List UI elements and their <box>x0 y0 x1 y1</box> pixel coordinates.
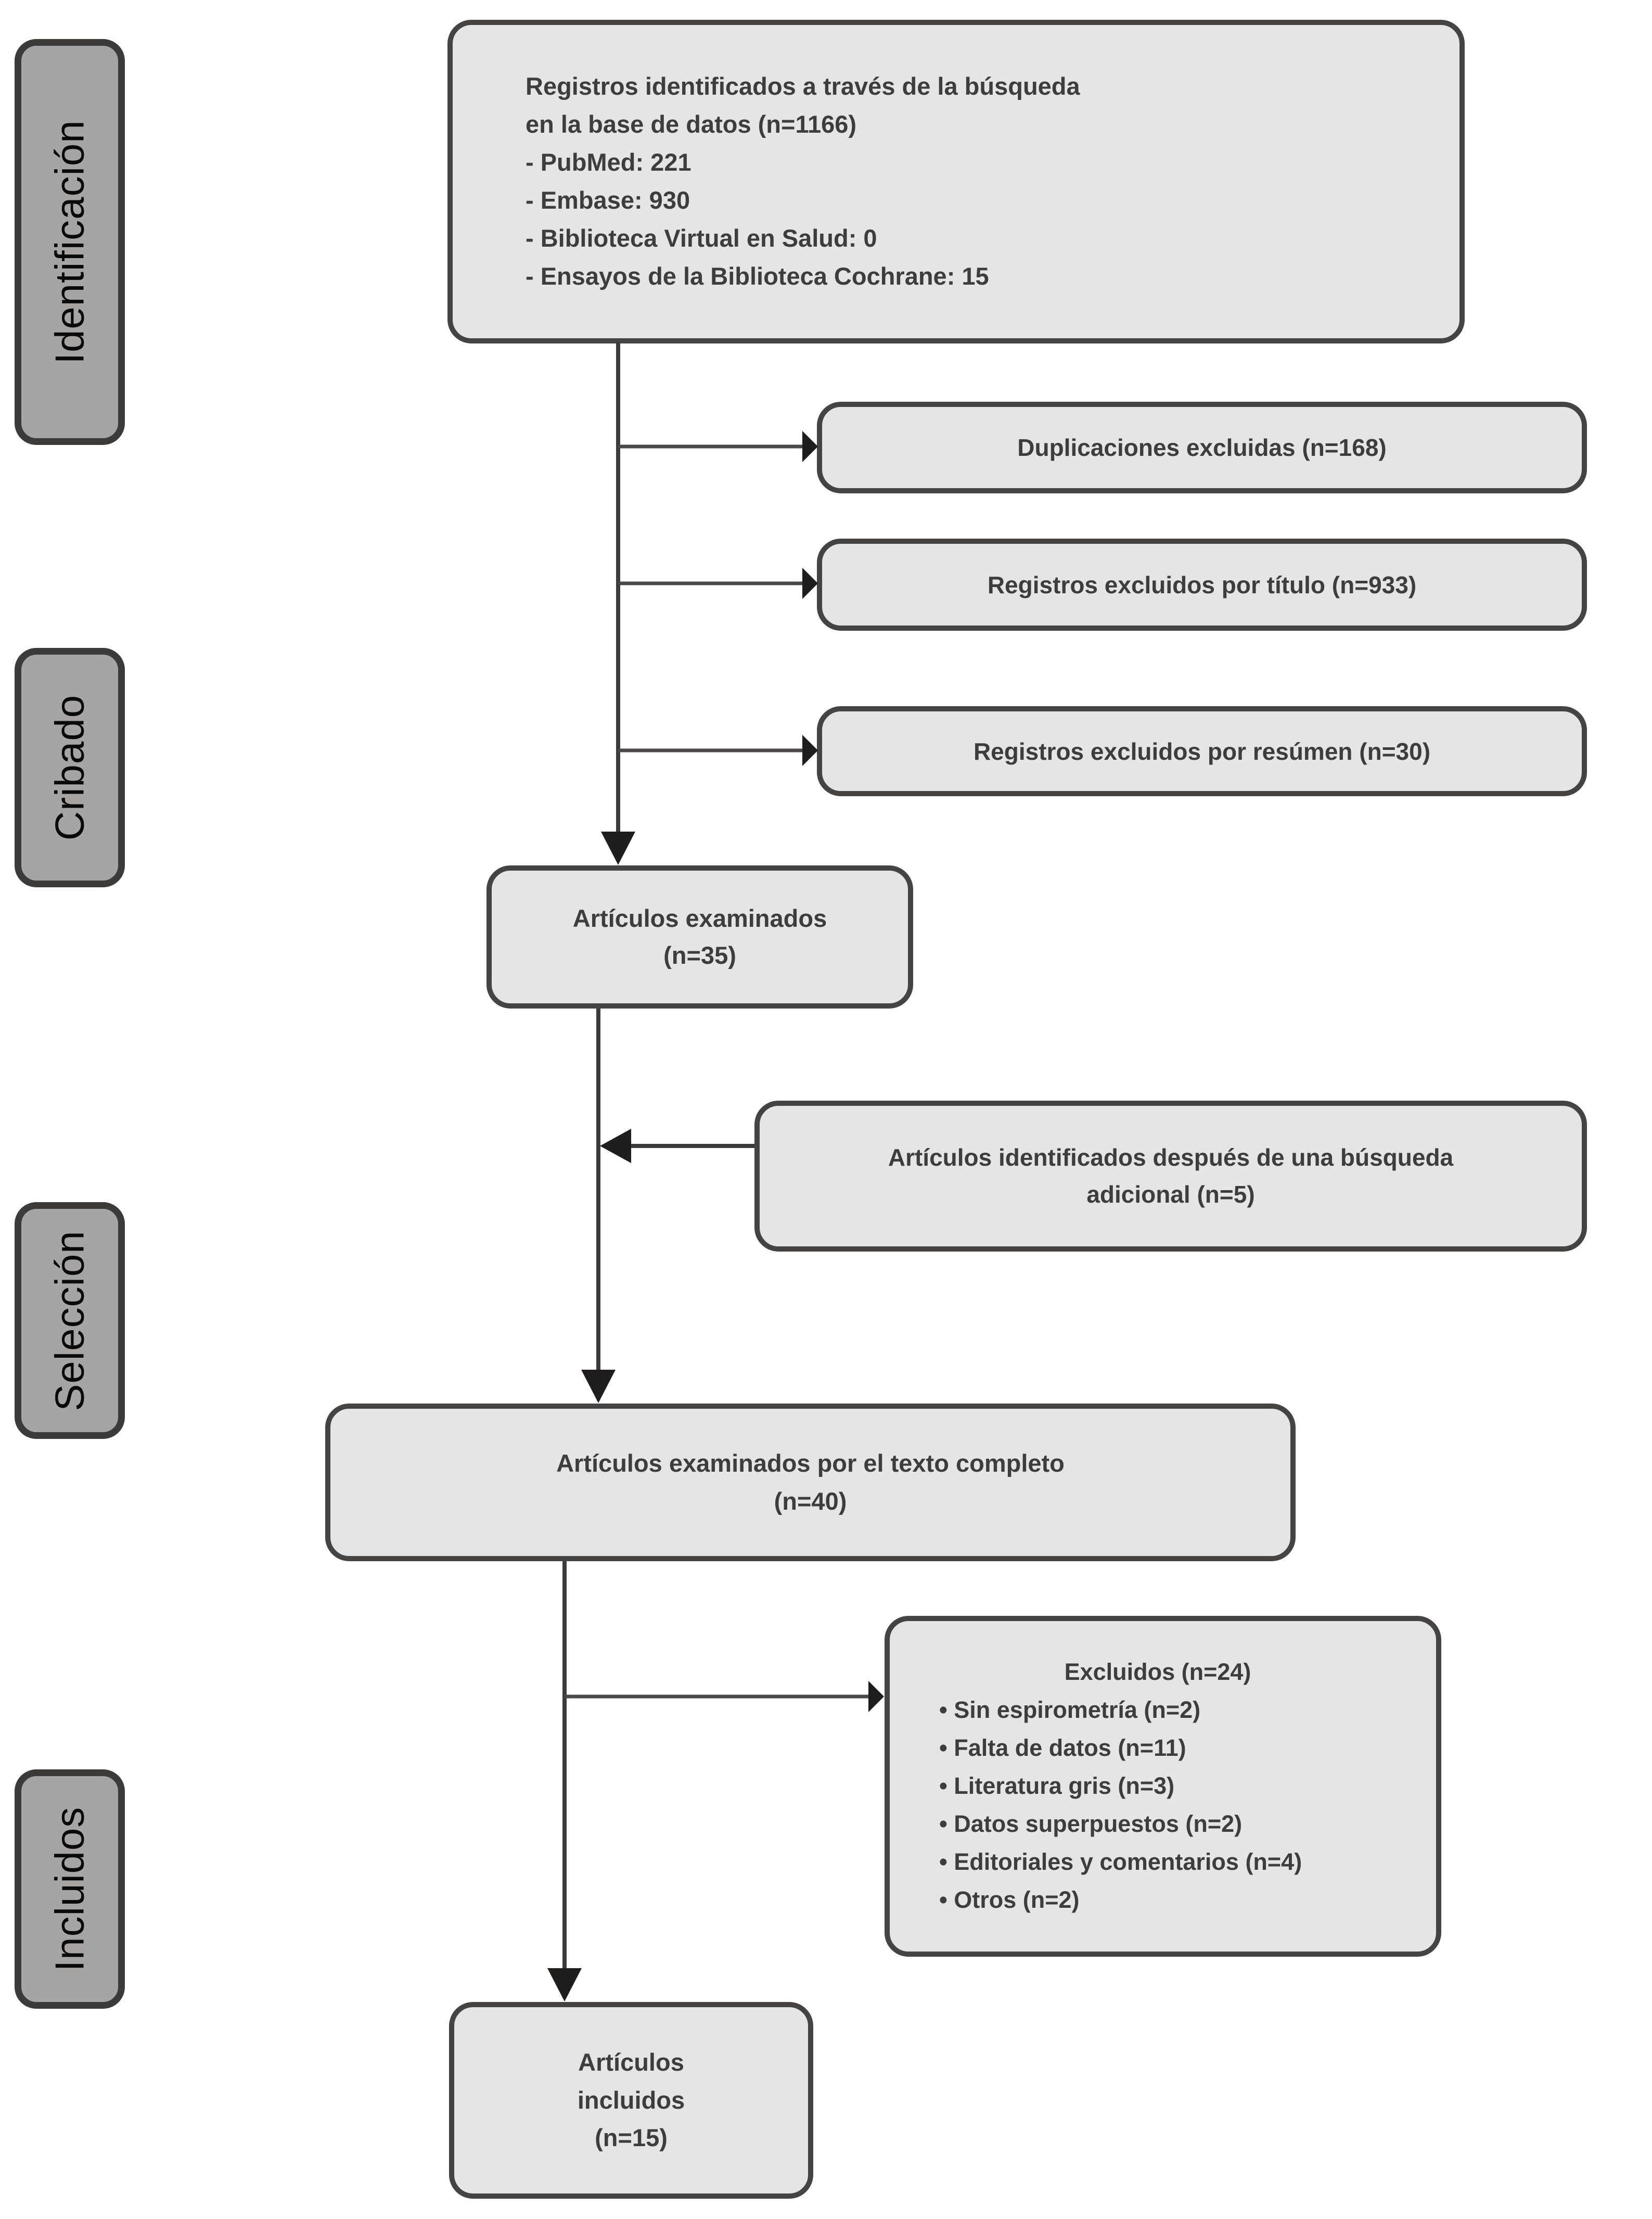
abstract-excluded-box: Registros excluidos por resúmen (n=30) <box>817 706 1587 796</box>
records-identified-box: Registros identificados a través de la b… <box>447 20 1465 343</box>
articles-included-box: Artículos incluidos (n=15) <box>449 2002 813 2199</box>
arrowhead-down-screened <box>601 832 635 865</box>
stage-cribado: Cribado <box>15 648 125 887</box>
arrowhead-right-title <box>802 568 818 599</box>
records-identified-text: Registros identificados a través de la b… <box>526 72 1080 290</box>
stage-identificacion: Identificación <box>15 39 125 445</box>
arrowhead-right-abstract <box>802 735 818 766</box>
duplicates-excluded-text: Duplicaciones excluidas (n=168) <box>1017 434 1387 461</box>
fulltext-excluded-box: Excluidos (n=24) • Sin espirometría (n=2… <box>885 1616 1441 1957</box>
abstract-excluded-text: Registros excluidos por resúmen (n=30) <box>973 737 1431 765</box>
fulltext-assessed-text: Artículos examinados por el texto comple… <box>556 1449 1065 1515</box>
fulltext-excluded-title: Excluidos (n=24) <box>1064 1659 1251 1686</box>
title-excluded-box: Registros excluidos por título (n=933) <box>817 539 1587 631</box>
additional-search-box: Artículos identificados después de una b… <box>754 1101 1587 1252</box>
duplicates-excluded-box: Duplicaciones excluidas (n=168) <box>817 402 1587 493</box>
articles-screened-text: Artículos examinados (n=35) <box>572 904 827 969</box>
articles-included-text: Artículos incluidos (n=15) <box>577 2048 685 2152</box>
arrowhead-down-fulltext <box>581 1370 616 1403</box>
arrowhead-right-excluded <box>868 1681 884 1712</box>
stage-incluidos: Incluidos <box>15 1769 125 2009</box>
fulltext-excluded-reasons: • Sin espirometría (n=2) • Falta de dato… <box>939 1697 1302 1913</box>
title-excluded-text: Registros excluidos por título (n=933) <box>987 571 1417 598</box>
fulltext-assessed-box: Artículos examinados por el texto comple… <box>325 1404 1296 1561</box>
arrowhead-right-duplicates <box>802 431 818 462</box>
articles-screened-box: Artículos examinados (n=35) <box>486 865 913 1009</box>
stage-seleccion: Selección <box>15 1202 125 1439</box>
arrowhead-left-trunk <box>600 1129 631 1163</box>
additional-search-text: Artículos identificados después de una b… <box>888 1143 1454 1208</box>
arrowhead-down-included <box>547 1968 582 2001</box>
